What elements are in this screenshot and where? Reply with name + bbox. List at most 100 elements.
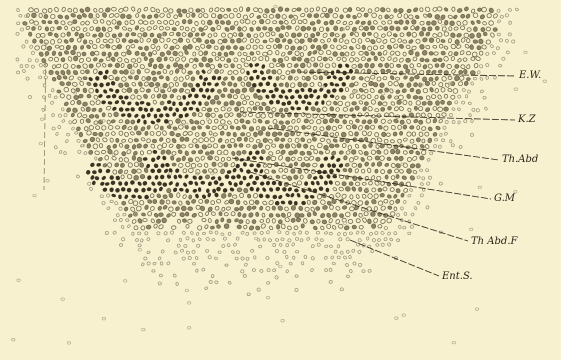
cell-field	[12, 5, 547, 344]
cell	[22, 21, 27, 26]
cell	[64, 113, 68, 117]
cell	[54, 145, 58, 149]
cell	[111, 119, 116, 123]
cell	[41, 108, 44, 112]
cell	[273, 119, 277, 124]
stray-cell	[543, 80, 546, 83]
cell	[307, 87, 313, 93]
cell	[357, 13, 362, 18]
cell	[202, 218, 207, 222]
cell	[309, 119, 314, 124]
cell	[198, 101, 202, 106]
cell	[328, 8, 333, 13]
cell	[246, 7, 251, 12]
cell	[182, 19, 186, 24]
cell	[272, 194, 278, 200]
cell	[319, 163, 325, 169]
stray-cell	[124, 280, 127, 283]
cell	[413, 95, 418, 99]
cell	[281, 212, 287, 218]
cell	[64, 15, 69, 20]
cell	[105, 168, 111, 174]
cell	[192, 38, 196, 43]
cell	[150, 218, 155, 223]
cell	[187, 19, 193, 25]
cell	[252, 180, 258, 185]
cell	[338, 63, 343, 68]
cell	[214, 7, 220, 12]
cell	[346, 14, 350, 17]
cell	[74, 131, 78, 134]
cell	[234, 143, 237, 147]
cell	[99, 8, 103, 12]
cell	[152, 50, 157, 55]
cell	[82, 13, 87, 18]
cell	[329, 280, 333, 284]
cell	[481, 27, 485, 31]
cell	[192, 262, 196, 265]
cell	[395, 26, 401, 32]
cell	[433, 144, 437, 148]
cell	[162, 69, 167, 74]
cell	[260, 181, 265, 186]
cell	[121, 139, 126, 143]
cell	[441, 39, 446, 43]
cell	[79, 132, 83, 137]
cell	[220, 232, 224, 236]
cell	[255, 101, 260, 106]
cell	[271, 8, 276, 14]
cell	[201, 144, 207, 150]
cell	[425, 107, 431, 113]
cell	[329, 143, 334, 148]
cell	[438, 107, 443, 112]
cell	[212, 238, 216, 241]
cell	[232, 195, 237, 199]
cell	[149, 82, 154, 87]
cell	[16, 32, 19, 35]
cell	[141, 213, 145, 217]
cell	[166, 50, 172, 56]
cell	[108, 125, 113, 129]
cell	[169, 56, 174, 61]
cell	[223, 236, 227, 240]
cell	[220, 168, 225, 174]
cell	[219, 182, 225, 187]
cell	[275, 186, 281, 192]
cell	[177, 219, 181, 224]
cell	[173, 175, 177, 180]
label-th-abd-f: Th Abd.F	[471, 236, 517, 247]
cell	[290, 192, 295, 198]
cell	[214, 280, 218, 284]
cell	[265, 31, 271, 37]
cell	[348, 7, 352, 11]
cell	[400, 193, 404, 198]
cell	[351, 76, 356, 81]
cell	[496, 46, 500, 49]
cell	[195, 107, 200, 113]
cell	[275, 249, 279, 253]
cell	[166, 213, 171, 218]
cell	[286, 243, 289, 247]
cell	[324, 245, 328, 248]
cell	[255, 226, 260, 231]
cell	[217, 176, 221, 181]
cell	[442, 126, 446, 130]
cell	[287, 75, 293, 81]
cell	[31, 26, 36, 31]
cell	[246, 257, 250, 261]
cell	[89, 187, 93, 191]
cell	[425, 168, 429, 172]
cell	[102, 63, 107, 68]
cell	[390, 187, 395, 192]
cell	[167, 100, 172, 105]
cell	[373, 20, 378, 25]
cell	[294, 201, 298, 206]
cell	[238, 180, 244, 186]
cell	[163, 20, 168, 25]
cell	[16, 71, 20, 74]
cell	[294, 137, 300, 143]
cell	[194, 93, 199, 98]
cell	[224, 223, 229, 229]
cell	[417, 176, 421, 179]
cell	[345, 263, 349, 267]
